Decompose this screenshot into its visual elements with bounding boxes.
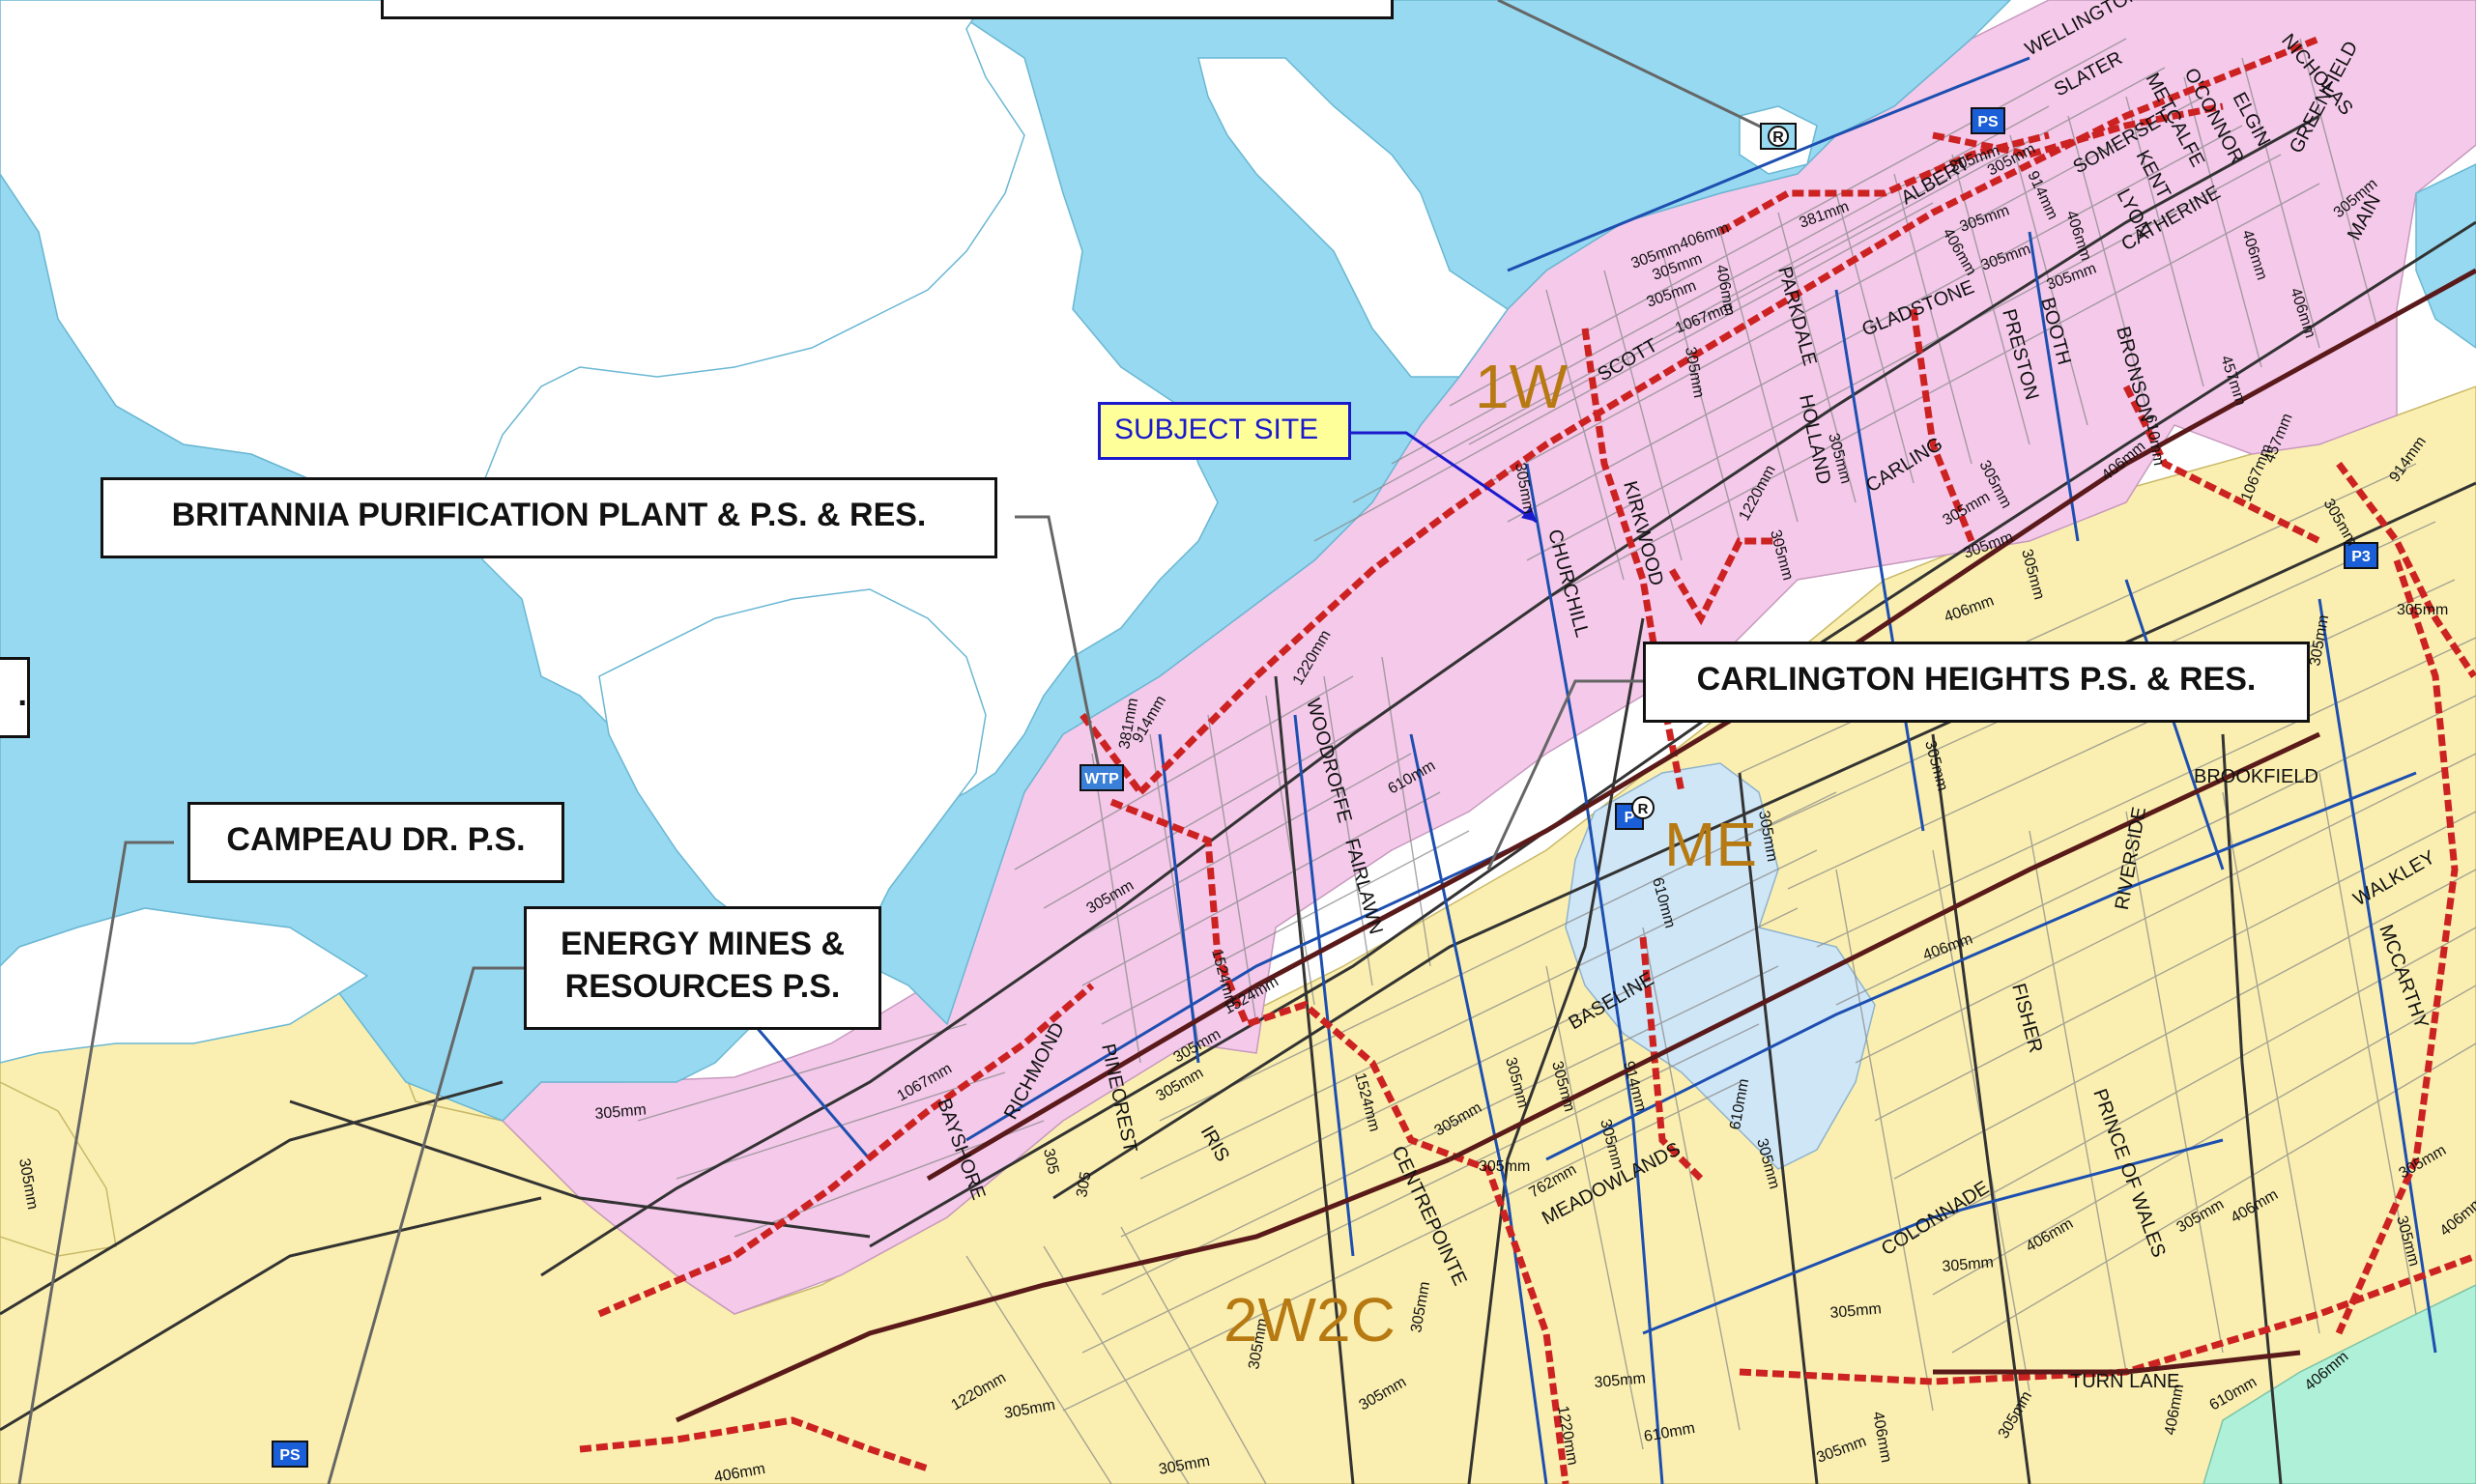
pipe-label: 305 bbox=[1074, 1170, 1094, 1198]
pipe-label: 305mm bbox=[594, 1101, 648, 1123]
pipe-label: 305mm bbox=[1829, 1300, 1883, 1322]
street-label-turn-lane: TURN LANE bbox=[2070, 1371, 2179, 1392]
subject-site-arrowhead bbox=[1521, 506, 1537, 522]
callout-left-edge-fragment: . bbox=[0, 657, 30, 738]
street-label-brookfield: BROOKFIELD bbox=[2194, 766, 2318, 787]
callout-britannia-plant-text: BRITANNIA PURIFICATION PLANT & P.S. & RE… bbox=[171, 497, 927, 533]
callout-energy-mines-line2: RESOURCES P.S. bbox=[564, 968, 841, 1005]
pr-marker-carlington: P R bbox=[1615, 796, 1655, 830]
land-peninsula bbox=[1197, 57, 1510, 378]
callout-energy-mines-ps: ENERGY MINES & RESOURCES P.S. bbox=[524, 906, 881, 1030]
pipe-label: 305mm bbox=[1942, 1254, 1995, 1275]
zone-label-2w2c: 2W2C bbox=[1224, 1285, 1396, 1355]
callout-top-fragment bbox=[381, 0, 1394, 19]
land-west bbox=[0, 907, 369, 1064]
r-marker-carlington-label: R bbox=[1638, 801, 1649, 817]
zone-label-1w: 1W bbox=[1475, 352, 1568, 421]
leader-lines bbox=[17, 0, 1779, 1484]
p3-marker: P3 bbox=[2344, 542, 2378, 569]
r-marker-north-label: R bbox=[1772, 129, 1784, 146]
land-river-east bbox=[598, 588, 987, 967]
callout-britannia-plant: BRITANNIA PURIFICATION PLANT & P.S. & RE… bbox=[101, 477, 997, 558]
water-mains-blue bbox=[752, 56, 2437, 1484]
subject-site-text: SUBJECT SITE bbox=[1114, 414, 1319, 445]
p-marker-label: P bbox=[1625, 810, 1635, 826]
zone-green-area bbox=[2202, 1284, 2476, 1484]
zone-label-me: ME bbox=[1664, 810, 1757, 879]
p3-marker-label: P3 bbox=[2351, 549, 2371, 565]
facility-markers: WTP PS R P R P3 PS bbox=[272, 107, 2378, 1468]
ps-marker-north-label: PS bbox=[1977, 114, 1999, 130]
callout-left-edge-fragment-text: . bbox=[17, 676, 27, 713]
callout-energy-mines-line1: ENERGY MINES & bbox=[560, 926, 846, 962]
callout-campeau-dr-ps-text: CAMPEAU DR. P.S. bbox=[226, 821, 526, 858]
callout-carlington-heights: CARLINGTON HEIGHTS P.S. & RES. bbox=[1643, 642, 2310, 723]
callout-carlington-heights-text: CARLINGTON HEIGHTS P.S. & RES. bbox=[1696, 661, 2257, 698]
water-east bbox=[2415, 163, 2476, 349]
ps-marker-south: PS bbox=[272, 1441, 308, 1468]
pipe-label: 305mm bbox=[1594, 1370, 1647, 1391]
land-north-shore bbox=[0, 0, 1025, 523]
r-marker-north: R bbox=[1760, 123, 1797, 150]
ps-marker-south-label: PS bbox=[279, 1447, 301, 1464]
trunk-mains-dark bbox=[675, 268, 2476, 1423]
zone-yellow-left bbox=[0, 1081, 117, 1257]
subject-site-label: SUBJECT SITE bbox=[1098, 402, 1351, 460]
ps-marker-north: PS bbox=[1971, 107, 2005, 134]
wtp-marker-label: WTP bbox=[1084, 771, 1119, 787]
zone-me-area bbox=[1565, 762, 1876, 1170]
callout-campeau-dr-ps: CAMPEAU DR. P.S. bbox=[187, 802, 564, 883]
subject-site-leader bbox=[1351, 431, 1538, 524]
wtp-marker: WTP bbox=[1080, 764, 1124, 791]
pipe-label: 305mm bbox=[1479, 1158, 1530, 1175]
pipe-label: 305mm bbox=[2397, 602, 2448, 618]
pipe-label: 305 bbox=[1040, 1147, 1061, 1176]
